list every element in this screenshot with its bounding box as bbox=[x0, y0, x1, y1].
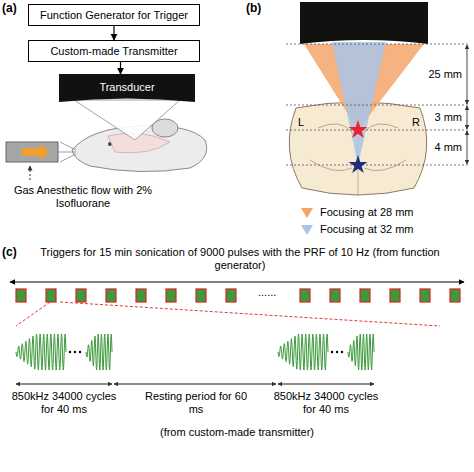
legend-swatch bbox=[300, 207, 314, 219]
beam-cone bbox=[74, 100, 180, 140]
annotation: 850kHz 34000 cycles for 40 ms bbox=[272, 390, 380, 416]
ellipsis-dot bbox=[336, 351, 338, 353]
annotation: Resting period for 60 ms bbox=[140, 390, 252, 416]
trigger-pulse bbox=[196, 289, 206, 302]
trigger-pulse bbox=[76, 289, 86, 302]
annotation: L bbox=[298, 116, 304, 129]
transducer-block: Transducer bbox=[59, 74, 195, 102]
annotation: (from custom-made transmitter) bbox=[100, 426, 374, 439]
legend-swatch bbox=[301, 208, 313, 218]
sine-burst bbox=[86, 334, 112, 370]
node-text: Function Generator for Trigger bbox=[40, 5, 188, 25]
depth-lines bbox=[286, 44, 470, 165]
focus-star bbox=[349, 120, 368, 138]
trigger-pulse bbox=[450, 289, 460, 302]
gas-nozzle bbox=[6, 142, 58, 180]
annotation: ...... bbox=[258, 286, 276, 299]
trigger-pulse bbox=[420, 289, 430, 302]
sine-bursts bbox=[16, 334, 374, 370]
trigger-pulse bbox=[226, 289, 236, 302]
transducer-b bbox=[300, 2, 428, 44]
trigger-pulse bbox=[46, 289, 56, 302]
sine-burst bbox=[278, 334, 328, 370]
legend-swatch bbox=[300, 224, 314, 236]
legend-text: Focusing at 32 mm bbox=[320, 223, 414, 236]
trigger-pulse bbox=[390, 289, 400, 302]
ellipsis-dot bbox=[69, 351, 71, 353]
process-box: Function Generator for Trigger bbox=[28, 4, 200, 26]
panel-label: (c) bbox=[2, 246, 17, 259]
annotation: 3 mm bbox=[420, 111, 462, 124]
ellipsis-dot bbox=[79, 351, 81, 353]
focus-star bbox=[349, 155, 368, 173]
zoom-lines bbox=[16, 302, 440, 326]
dimension-arrows bbox=[467, 45, 468, 164]
sine-burst bbox=[16, 334, 66, 370]
trigger-pulse bbox=[166, 289, 176, 302]
annotation: Triggers for 15 min sonication of 9000 p… bbox=[30, 246, 450, 272]
process-box: Custom-made Transmitter bbox=[28, 40, 200, 62]
trigger-pulse bbox=[16, 289, 26, 302]
panel-label: (b) bbox=[246, 2, 261, 15]
legend-item: Focusing at 28 mm bbox=[300, 206, 414, 219]
node-text: Custom-made Transmitter bbox=[50, 41, 177, 61]
annotation: 4 mm bbox=[420, 141, 462, 154]
sine-burst bbox=[348, 334, 374, 370]
ellipsis-dot bbox=[74, 351, 76, 353]
legend-swatch bbox=[301, 225, 313, 235]
annotation: 850kHz 34000 cycles for 40 ms bbox=[10, 390, 118, 416]
annotation: Gas Anesthetic flow with 2% Isofluorane bbox=[8, 184, 158, 210]
trigger-pulse bbox=[360, 289, 370, 302]
annotation: R bbox=[412, 116, 420, 129]
ellipsis-dot bbox=[341, 351, 343, 353]
panel-label: (a) bbox=[2, 2, 17, 15]
annotation: 25 mm bbox=[420, 68, 462, 81]
flow-arrow bbox=[113, 26, 114, 40]
node-text: Transducer bbox=[99, 74, 154, 100]
legend-item: Focusing at 32 mm bbox=[300, 223, 414, 236]
trigger-pulse bbox=[330, 289, 340, 302]
duration-arrows bbox=[16, 384, 374, 385]
focus-cone-32 bbox=[332, 42, 386, 165]
trigger-pulse bbox=[136, 289, 146, 302]
focus-stars bbox=[349, 120, 368, 173]
trigger-pulse bbox=[300, 289, 310, 302]
trigger-pulse bbox=[106, 289, 116, 302]
legend-text: Focusing at 28 mm bbox=[320, 206, 414, 219]
timeline-arrow bbox=[10, 282, 464, 283]
ellipsis-dot bbox=[331, 351, 333, 353]
trigger-pulses bbox=[16, 289, 460, 302]
flow-arrow bbox=[120, 62, 121, 74]
